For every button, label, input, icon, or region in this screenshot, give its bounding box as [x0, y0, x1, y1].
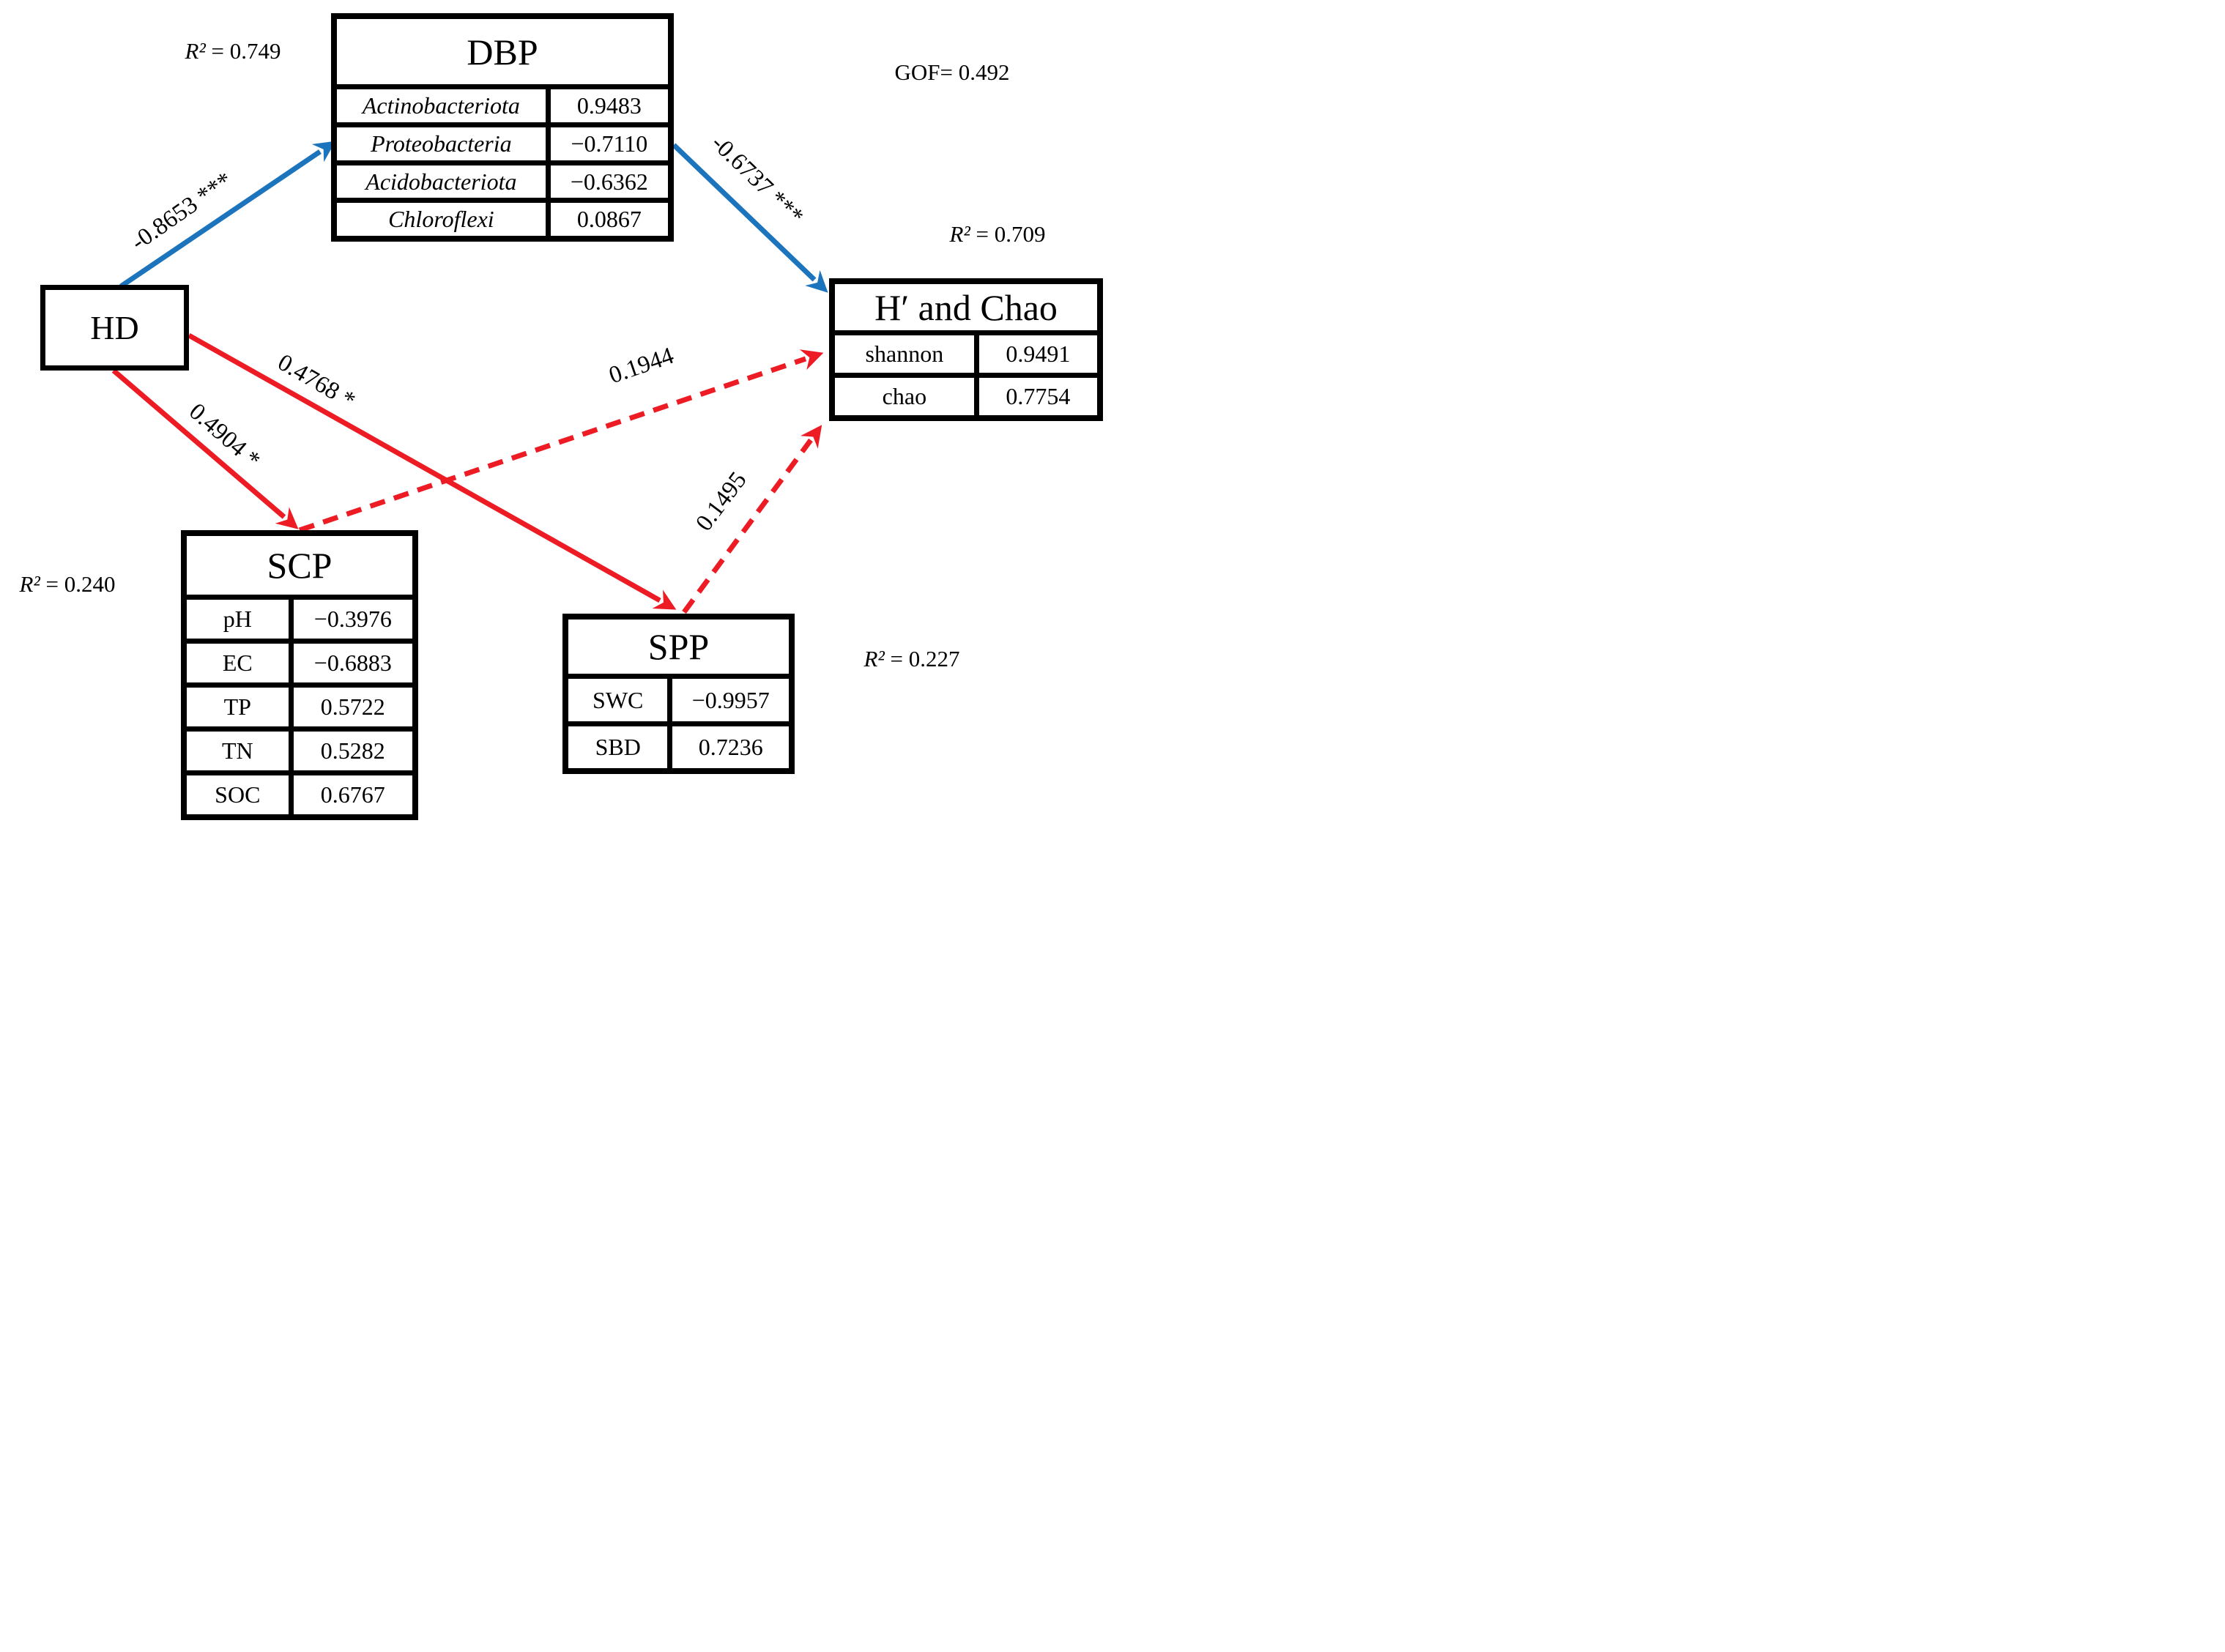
row-label: SWC — [568, 679, 673, 721]
table-row: chao 0.7754 — [835, 378, 1097, 415]
r2-label-dbp: R² = 0.749 — [185, 38, 281, 64]
row-value: −0.6362 — [570, 168, 648, 195]
r2-value: = 0.227 — [884, 646, 960, 671]
table-row: TP 0.5722 — [187, 687, 412, 732]
sem-path-diagram: -0.8653 *** -0.6737 *** 0.4904 * 0.4768 … — [0, 0, 1112, 826]
r2-value: = 0.749 — [205, 38, 281, 64]
row-label: TN — [187, 731, 294, 770]
row-value: 0.9491 — [1006, 341, 1071, 368]
path-hd-to-dbp: -0.8653 *** — [119, 141, 336, 289]
row-label: Acidobacteriota — [337, 165, 551, 198]
path-coefficient-spp-diversity: 0.1495 — [691, 467, 751, 536]
row-value: −0.6883 — [313, 649, 392, 676]
node-scp: SCP pH −0.3976 EC −0.6883 TP 0.5722 TN 0… — [181, 530, 418, 820]
r2-value: = 0.240 — [40, 571, 116, 597]
r2-symbol: R² — [19, 571, 40, 597]
row-label: shannon — [835, 335, 979, 373]
row-label: Proteobacteria — [337, 127, 551, 160]
table-row: TN 0.5282 — [187, 731, 412, 775]
row-value: 0.0867 — [576, 206, 642, 233]
table-row: EC −0.6883 — [187, 643, 412, 688]
row-value: −0.3976 — [313, 605, 392, 632]
row-label: SBD — [568, 726, 673, 768]
row-value: −0.7110 — [571, 130, 648, 157]
path-coefficient-scp-diversity: 0.1944 — [606, 343, 677, 390]
row-value: 0.9483 — [576, 92, 642, 119]
row-label: SOC — [187, 775, 294, 814]
row-label: Actinobacteriota — [337, 89, 551, 122]
r2-value: = 0.709 — [970, 221, 1046, 247]
r2-symbol: R² — [185, 38, 206, 64]
row-value: −0.9957 — [691, 686, 770, 713]
table-row: SBD 0.7236 — [568, 726, 789, 768]
row-value: 0.5722 — [320, 693, 385, 720]
node-diversity-title: H′ and Chao — [835, 284, 1097, 336]
r2-label-scp: R² = 0.240 — [20, 571, 116, 598]
path-hd-to-scp: 0.4904 * — [111, 368, 299, 529]
path-spp-to-diversity: 0.1495 — [682, 425, 822, 614]
node-spp: SPP SWC −0.9957 SBD 0.7236 — [562, 614, 795, 774]
path-arrow-layer: -0.8653 *** -0.6737 *** 0.4904 * 0.4768 … — [111, 130, 828, 614]
node-hd-title: HD — [90, 309, 139, 346]
node-hd: HD — [40, 285, 189, 371]
path-coefficient-dbp-diversity: -0.6737 *** — [706, 130, 809, 230]
r2-symbol: R² — [863, 646, 885, 671]
node-dbp-title: DBP — [337, 19, 668, 90]
table-row: Chloroflexi 0.0867 — [337, 203, 668, 237]
table-row: pH −0.3976 — [187, 599, 412, 644]
r2-label-diversity: R² = 0.709 — [950, 221, 1046, 248]
r2-symbol: R² — [949, 221, 970, 247]
table-row: SOC 0.6767 — [187, 775, 412, 814]
table-row: SWC −0.9957 — [568, 679, 789, 726]
r2-label-spp: R² = 0.227 — [864, 646, 960, 672]
row-value: 0.5282 — [320, 737, 385, 764]
row-value: 0.7236 — [698, 733, 763, 760]
row-label: pH — [187, 599, 294, 639]
table-row: Proteobacteria −0.7110 — [337, 127, 668, 165]
node-scp-title: SCP — [187, 536, 412, 600]
path-dbp-to-diversity: -0.6737 *** — [672, 130, 828, 293]
gof-label: GOF= 0.492 — [895, 59, 1010, 86]
row-label: EC — [187, 643, 294, 682]
node-dbp: DBP Actinobacteriota 0.9483 Proteobacter… — [331, 13, 674, 242]
row-label: Chloroflexi — [337, 203, 551, 237]
row-label: chao — [835, 378, 979, 415]
node-spp-title: SPP — [568, 620, 789, 680]
gof-value: GOF= 0.492 — [894, 59, 1010, 85]
table-row: Acidobacteriota −0.6362 — [337, 165, 668, 204]
row-value: 0.6767 — [320, 781, 385, 808]
row-value: 0.7754 — [1006, 383, 1071, 410]
row-label: TP — [187, 687, 294, 726]
table-row: shannon 0.9491 — [835, 335, 1097, 379]
node-diversity: H′ and Chao shannon 0.9491 chao 0.7754 — [829, 278, 1103, 421]
table-row: Actinobacteriota 0.9483 — [337, 89, 668, 127]
